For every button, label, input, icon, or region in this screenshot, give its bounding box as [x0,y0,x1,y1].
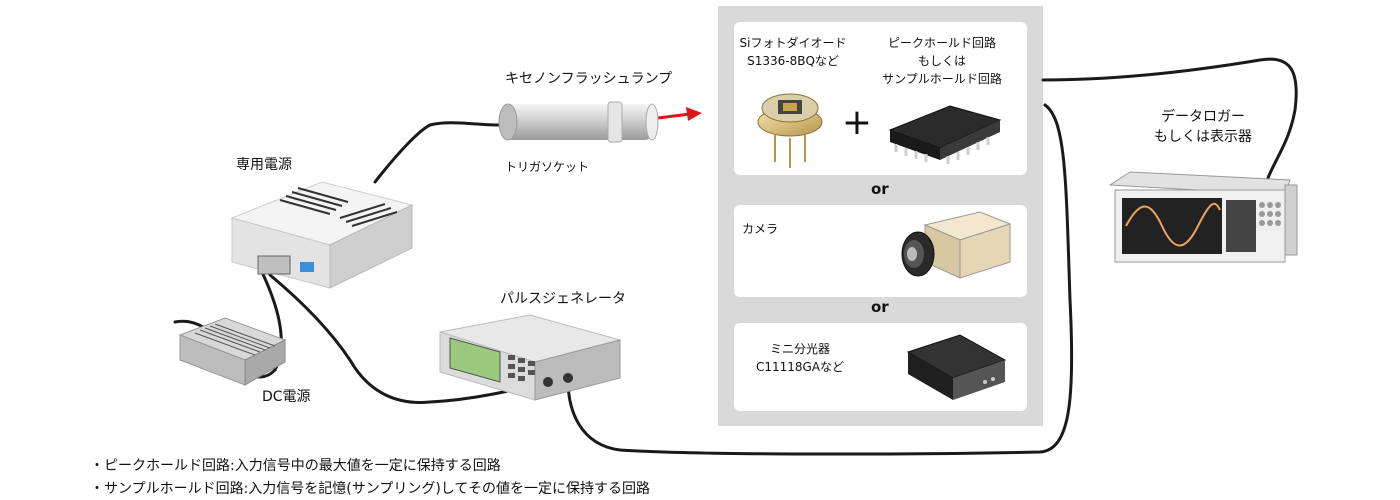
photodiode-device [757,93,823,168]
label-peak-hold-2: もしくは [917,54,966,68]
label-camera: カメラ [742,222,779,236]
or-label-2: or [871,298,889,316]
label-peak-hold-1: ピークホールド回路 [887,36,996,50]
label-spectrometer-2: C11118GAなど [755,360,845,374]
label-logger-2: もしくは表示器 [1154,129,1252,145]
label-logger-1: データロガー [1161,109,1245,125]
plus-sign: + [842,102,872,143]
cable-pulse-to-logger [566,103,1074,456]
note-peak-hold: ・ピークホールド回路:入力信号中の最大値を一定に保持する回路 [90,458,501,474]
note-sample-hold: ・サンプルホールド回路:入力信号を記憶(サンプリング)してその値を一定に保持する… [90,481,650,497]
label-spectrometer-1: ミニ分光器 [769,342,830,356]
light-arrow [657,107,702,121]
ic-chip [888,105,1002,164]
power-supply-unit [230,181,414,289]
cables [173,57,1298,456]
cable-power-to-pulse [268,273,550,404]
label-xenon-lamp: キセノンフラッシュランプ [505,71,673,87]
label-dc-power: DC電源 [262,389,311,405]
data-logger-device [1108,171,1298,263]
dc-power-unit [178,317,287,386]
xenon-lamp [498,101,659,143]
cable-power-to-lamp [373,121,502,184]
camera-device [901,211,1012,279]
spectrometer-device [906,334,1007,400]
or-label-1: or [871,180,889,198]
label-peak-hold-3: サンプルホールド回路 [882,72,1002,86]
cable-circuit-to-logger [1041,57,1298,180]
pulse-generator-unit [439,314,622,401]
label-trigger-socket: トリガソケット [505,160,590,174]
label-photodiode-2: S1336-8BQなど [747,54,839,68]
label-power-supply: 専用電源 [236,157,292,173]
label-pulse-generator: パルスジェネレータ [500,291,626,307]
label-photodiode-1: Siフォトダイオード [739,36,847,50]
